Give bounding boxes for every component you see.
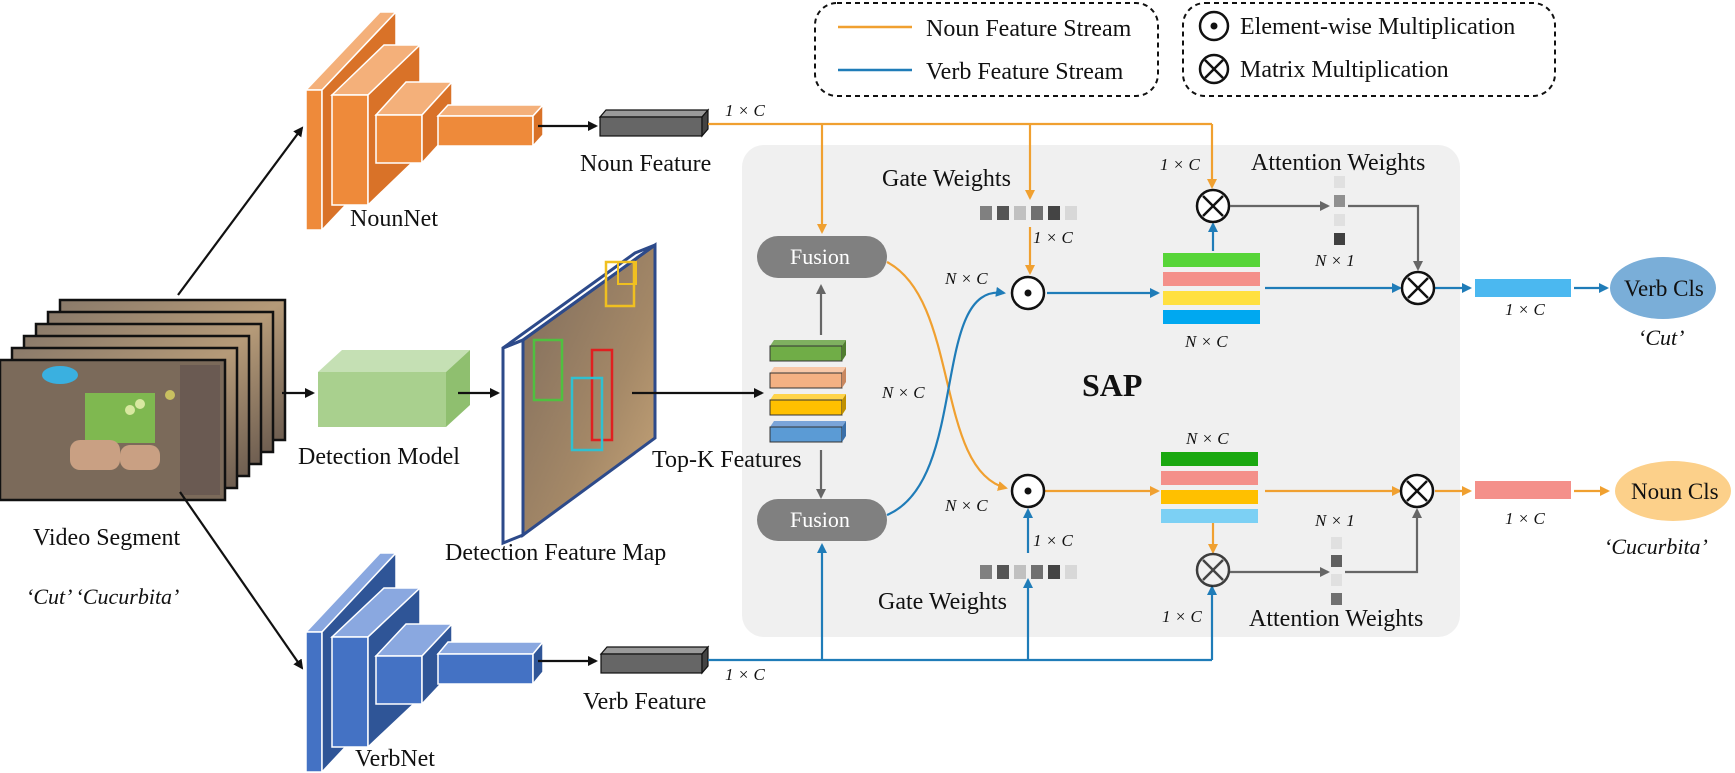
verb-feature-label: Verb Feature [583, 689, 706, 715]
noun-feature-stack [1161, 452, 1258, 523]
attention-top-label: Attention Weights [1251, 150, 1425, 176]
matrix-bottom-dim: 1 × C [1162, 607, 1202, 626]
matrix-mult-top-right-icon [1400, 270, 1436, 306]
fusion-top-label: Fusion [790, 244, 850, 269]
verb-output-dim: 1 × C [1505, 300, 1545, 319]
matrix-mult-top-icon [1195, 188, 1231, 224]
noun-output-dim: 1 × C [1505, 509, 1545, 528]
matrix-mult-bottom-icon [1195, 552, 1231, 588]
attention-weights-top-strip [1334, 176, 1345, 245]
gate-top-dim: 1 × C [1033, 228, 1073, 247]
detection-model-label: Detection Model [298, 444, 460, 470]
verb-cls-label: Verb Cls [1624, 276, 1704, 301]
attention-bottom-dim: N × 1 [1314, 511, 1355, 530]
fusion-node-bottom: Fusion [757, 499, 887, 541]
noun-output-bar [1475, 481, 1571, 499]
noun-feature-dim: 1 × C [725, 101, 765, 120]
detection-model-block [318, 350, 470, 427]
verb-cls-node: Verb Cls [1610, 257, 1716, 319]
matrix-mult-bottom-right-icon [1399, 473, 1435, 509]
legend-noun-stream: Noun Feature Stream [926, 16, 1132, 42]
gate-weights-top-strip [980, 206, 1077, 220]
elementwise-top-dim: N × C [944, 269, 988, 288]
video-segment-caption: ‘Cut’ ‘Cucurbita’ [26, 584, 179, 609]
noun-cls-label: Noun Cls [1631, 479, 1719, 504]
gate-weights-bottom-label: Gate Weights [878, 589, 1007, 615]
matrix-mult-icon [1198, 53, 1230, 85]
topk-features-stack [769, 340, 846, 443]
fusion-node-top: Fusion [757, 236, 887, 278]
verb-feature-bar [599, 645, 710, 675]
noun-prediction: ‘Cucurbita’ [1604, 534, 1708, 559]
noun-stream-lines [708, 122, 1610, 554]
noun-stack-dim: N × C [1185, 429, 1229, 448]
topk-label: Top-K Features [652, 447, 802, 473]
verb-feature-stack [1163, 253, 1260, 324]
gate-weights-bottom-strip [980, 565, 1077, 579]
elementwise-bottom-icon [1010, 473, 1046, 509]
noun-feature-label: Noun Feature [580, 151, 711, 177]
verbnet-label: VerbNet [355, 746, 435, 772]
nounnet-label: NounNet [350, 206, 438, 232]
attention-bottom-label: Attention Weights [1249, 606, 1423, 632]
verb-feature-dim: 1 × C [725, 665, 765, 684]
video-segment-frames [0, 298, 287, 502]
matrix-top-dim: 1 × C [1160, 155, 1200, 174]
detection-feature-map [501, 242, 657, 546]
legend-elementwise: Element-wise Multiplication [1240, 14, 1515, 40]
gate-bottom-dim: 1 × C [1033, 531, 1073, 550]
elementwise-top-icon [1010, 275, 1046, 311]
video-segment-label: Video Segment [33, 525, 181, 551]
legend-verb-stream: Verb Feature Stream [926, 59, 1124, 85]
attention-weights-bottom-strip [1331, 537, 1342, 605]
verb-output-bar [1475, 279, 1571, 297]
legend-matrix: Matrix Multiplication [1240, 57, 1449, 83]
legend-streams: Noun Feature Stream Verb Feature Stream [814, 2, 1159, 97]
gate-weights-top-label: Gate Weights [882, 166, 1011, 192]
fusion-bottom-label: Fusion [790, 507, 850, 532]
legend-operations: Element-wise Multiplication Matrix Multi… [1182, 2, 1556, 97]
noun-cls-node: Noun Cls [1615, 461, 1731, 521]
noun-feature-bar [598, 108, 710, 138]
attention-top-dim: N × 1 [1314, 251, 1355, 270]
topk-dim: N × C [881, 383, 925, 402]
sap-panel [742, 145, 1460, 637]
verb-prediction: ‘Cut’ [1638, 325, 1684, 350]
detection-feature-map-label: Detection Feature Map [445, 540, 666, 566]
verbnet-block [304, 551, 545, 773]
sap-title: SAP [1082, 367, 1142, 403]
nounnet-block [304, 10, 545, 232]
verb-stack-dim: N × C [1184, 332, 1228, 351]
elementwise-bottom-dim: N × C [944, 496, 988, 515]
verb-stream-lines [708, 222, 1609, 662]
